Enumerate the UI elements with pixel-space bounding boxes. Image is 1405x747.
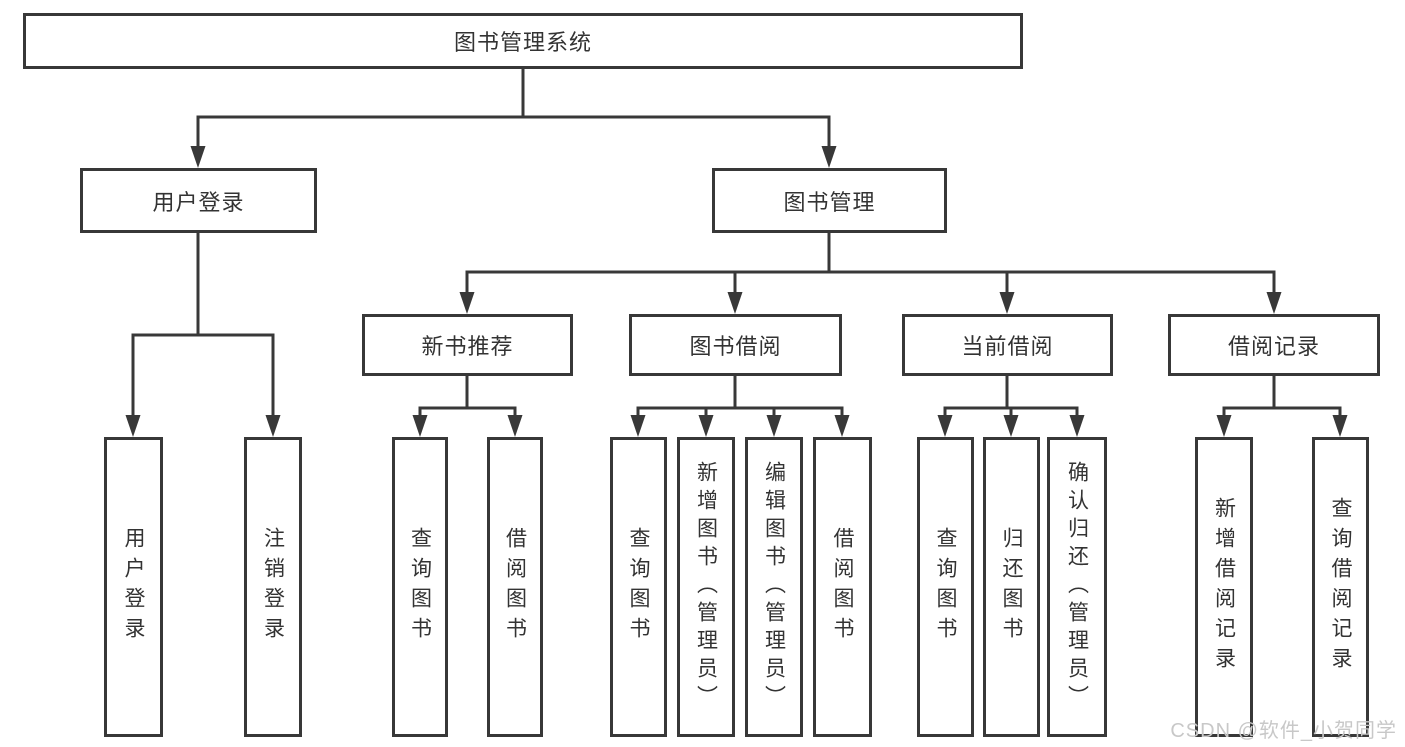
leaf-logout: 注销登录 [244,437,302,737]
leaf-newbooks-borrow: 借阅图书 [487,437,543,737]
node-new-books: 新书推荐 [362,314,573,376]
connector-book-borrow [630,374,850,437]
connector-book-mgmt [459,231,1282,314]
arrowhead [1332,415,1348,437]
connector-root [190,67,837,168]
node-user-login: 用户登录 [80,168,317,233]
arrowhead [265,415,281,437]
leaf-current-confirm: 确认归还（管理员） [1047,437,1107,737]
arrowhead [1266,292,1282,314]
arrowhead [507,415,523,437]
arrowhead [834,415,850,437]
arrowhead [1069,415,1085,437]
arrowhead [459,292,475,314]
arrowhead [1003,415,1019,437]
arrowhead [630,415,646,437]
connector-new-books [412,374,523,437]
arrowhead [821,146,837,168]
leaf-borrow-query: 查询图书 [610,437,667,737]
leaf-newbooks-query: 查询图书 [392,437,448,737]
watermark: CSDN @软件_小贺同学 [1170,720,1397,742]
connector-current-borrow [937,374,1085,437]
leaf-borrow-add: 新增图书（管理员） [677,437,735,737]
arrowhead [190,146,206,168]
leaf-user-login: 用户登录 [104,437,163,737]
leaf-current-return: 归还图书 [983,437,1040,737]
arrowhead [125,415,141,437]
node-current-borrow: 当前借阅 [902,314,1113,376]
node-borrow-records: 借阅记录 [1168,314,1380,376]
arrowhead [937,415,953,437]
leaf-current-query: 查询图书 [917,437,974,737]
node-book-borrow: 图书借阅 [629,314,842,376]
node-book-mgmt: 图书管理 [712,168,947,233]
arrowhead [727,292,743,314]
leaf-borrow-borrow: 借阅图书 [813,437,872,737]
leaf-records-query: 查询借阅记录 [1312,437,1369,737]
leaf-borrow-edit: 编辑图书（管理员） [745,437,803,737]
arrowhead [698,415,714,437]
arrowhead [999,292,1015,314]
node-root: 图书管理系统 [23,13,1023,69]
arrowhead [412,415,428,437]
arrowhead [1216,415,1232,437]
leaf-records-add: 新增借阅记录 [1195,437,1253,737]
arrowhead [766,415,782,437]
connector-borrow-records [1216,374,1348,437]
connector-user-login [125,231,281,437]
